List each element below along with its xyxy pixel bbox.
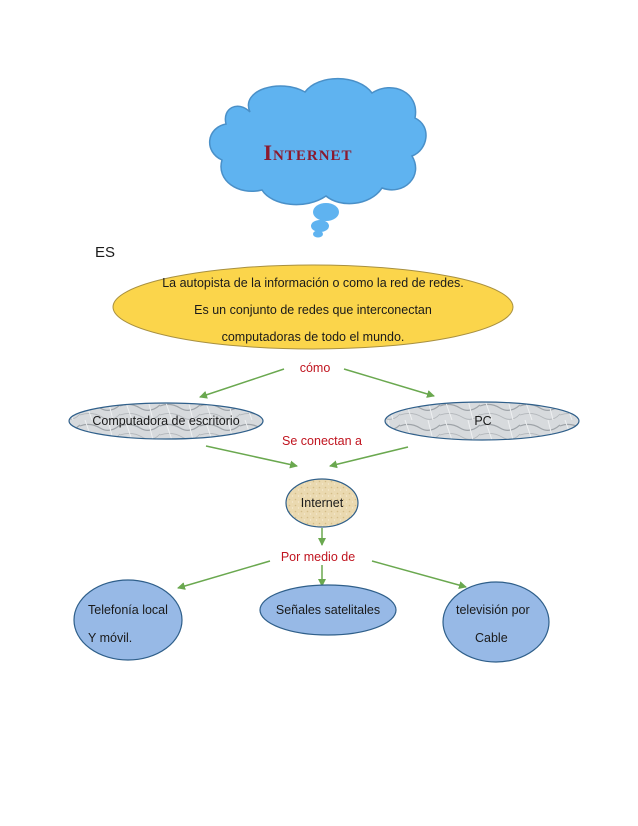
arrow-desktop-to-internet bbox=[205, 445, 298, 469]
internet-ellipse bbox=[285, 478, 359, 528]
pc-node: PC bbox=[384, 401, 580, 441]
cloud-title: Internet bbox=[263, 140, 352, 165]
es-label: ES bbox=[95, 244, 115, 261]
arrow-to-pc bbox=[343, 368, 435, 398]
cloud-shape bbox=[208, 77, 427, 206]
desktop-label: Computadora de escritorio bbox=[92, 414, 239, 428]
cloud-bubble-3 bbox=[313, 230, 323, 238]
television-node: televisión por Cable bbox=[442, 581, 550, 663]
satelite-label: Señales satelitales bbox=[276, 603, 380, 617]
cloud-bubble-1 bbox=[313, 203, 339, 221]
television-ellipse bbox=[442, 581, 550, 663]
arrow-to-television bbox=[371, 560, 467, 589]
connector-por-medio: Por medio de bbox=[281, 550, 355, 564]
telefonia-node: Telefonía local Y móvil. bbox=[73, 579, 183, 661]
pc-ellipse bbox=[384, 401, 580, 441]
desktop-node: Computadora de escritorio bbox=[68, 402, 264, 440]
television-label-1: televisión por bbox=[456, 603, 530, 617]
satelite-ellipse bbox=[259, 584, 397, 636]
definition-node: La autopista de la información o como la… bbox=[112, 264, 514, 350]
television-label-2: Cable bbox=[475, 631, 508, 645]
internet-node: Internet bbox=[285, 478, 359, 528]
desktop-ellipse bbox=[68, 402, 264, 440]
telefonia-ellipse bbox=[73, 579, 183, 661]
arrow-to-telefonia bbox=[177, 560, 271, 590]
arrow-pc-to-internet bbox=[329, 446, 409, 469]
connector-se-conectan: Se conectan a bbox=[282, 434, 362, 448]
telefonia-label-2: Y móvil. bbox=[88, 631, 132, 645]
internet-cloud: Internet bbox=[208, 77, 427, 238]
cloud-bubble-2 bbox=[311, 220, 329, 232]
arrow-to-desktop bbox=[199, 368, 285, 399]
satelite-node: Señales satelitales bbox=[259, 584, 397, 636]
internet-label: Internet bbox=[301, 496, 344, 510]
definition-line-1: La autopista de la información o como la… bbox=[162, 276, 464, 290]
connector-como: cómo bbox=[300, 361, 331, 375]
definition-line-2: Es un conjunto de redes que interconecta… bbox=[194, 303, 432, 317]
telefonia-label-1: Telefonía local bbox=[88, 603, 168, 617]
definition-ellipse bbox=[112, 264, 514, 350]
pc-label: PC bbox=[474, 414, 491, 428]
definition-line-3: computadoras de todo el mundo. bbox=[222, 330, 405, 344]
